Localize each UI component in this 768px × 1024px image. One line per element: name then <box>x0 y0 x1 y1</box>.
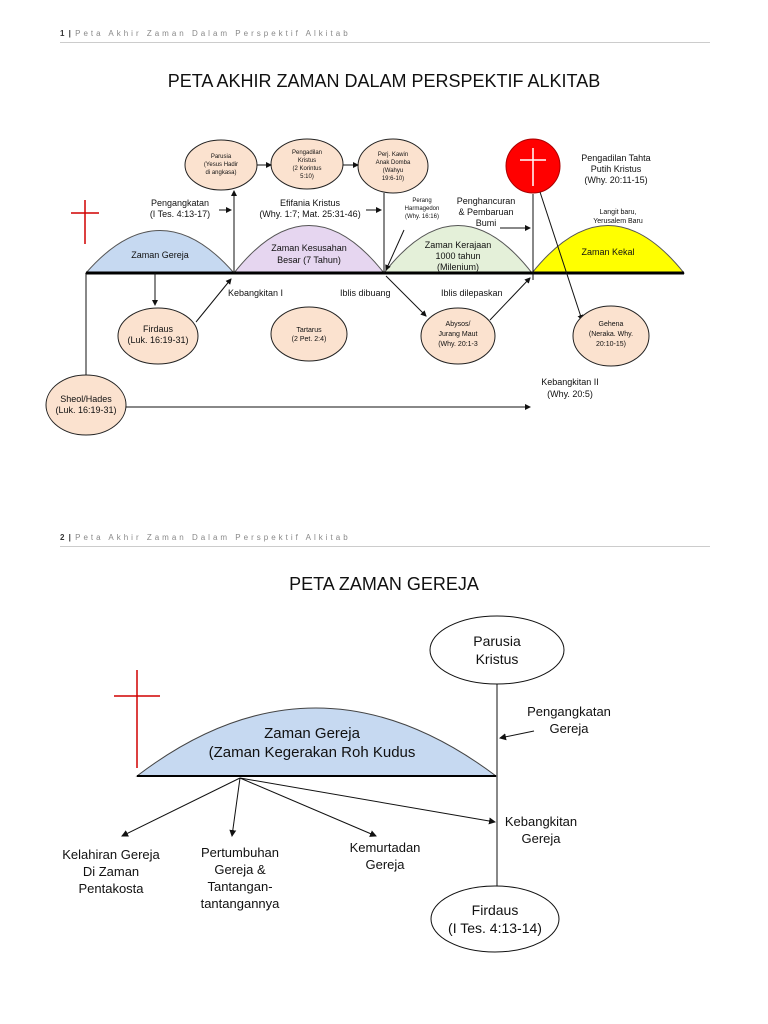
label-langit-baru-2: Yerusalem Baru <box>593 218 643 225</box>
page1-header-divider <box>60 42 710 43</box>
cross-icon <box>114 670 160 768</box>
bubble-pengadilan-line1: Pengadilan <box>292 150 322 156</box>
kebangkitan-label-2: Gereja <box>521 831 561 846</box>
bubble-parusia-line3: di angkasa) <box>205 170 236 176</box>
bubble-perj-kawin-line2: Anak Domba <box>376 160 411 166</box>
era-kerajaan-dome <box>382 225 534 274</box>
page2-title: PETA ZAMAN GEREJA <box>289 574 479 594</box>
red-circle-cross-icon <box>505 138 561 194</box>
pengangkatan-label-1: Pengangkatan <box>527 704 611 719</box>
label-penghancuran-2: & Pembaruan <box>458 207 513 217</box>
era-kerajaan-label-1: Zaman Kerajaan <box>425 240 492 250</box>
label-iblis-dibuang: Iblis dibuang <box>340 288 391 298</box>
bubble-perj-kawin-line3: (Wahyu <box>383 168 403 174</box>
page2-header: 2 | Peta Akhir Zaman Dalam Perspektif Al… <box>60 533 351 542</box>
kelahiran-label-3: Pentakosta <box>78 881 144 896</box>
bubble-pengadilan-kristus <box>270 138 344 190</box>
era-gereja-label: Zaman Gereja <box>131 250 189 260</box>
pertumbuhan-label-4: tantangannya <box>201 896 281 911</box>
kelahiran-label-2: Di Zaman <box>83 864 139 879</box>
dome-label-2: (Zaman Kegerakan Roh Kudus <box>209 744 416 761</box>
era-kesusahan-label-2: Besar (7 Tahun) <box>277 255 341 265</box>
label-perang-2: Harmagedon <box>405 206 440 212</box>
page2-header-text: Peta Akhir Zaman Dalam Perspektif Alkita… <box>75 533 351 542</box>
bubble-sheol-line1: Sheol/Hades <box>60 394 112 404</box>
label-penghancuran-3: Bumi <box>476 218 497 228</box>
page1-header-number: 1 <box>60 29 66 38</box>
era-gereja-dome <box>84 230 236 274</box>
pertumbuhan-label-3: Tantangan- <box>207 879 272 894</box>
bubble-firdaus-line2: (Luk. 16:19-31) <box>127 335 188 345</box>
page1-header-text: Peta Akhir Zaman Dalam Perspektif Alkita… <box>75 29 351 38</box>
firdaus-bubble <box>430 885 560 953</box>
pertumbuhan-label-1: Pertumbuhan <box>201 845 279 860</box>
dome-label-1: Zaman Gereja <box>264 725 361 742</box>
end-times-diagram: Zaman Gereja Zaman Kesusahan Besar (7 Ta… <box>45 138 686 436</box>
firdaus-label-2: (I Tes. 4:13-14) <box>448 920 542 936</box>
bubble-gehena-line2: (Neraka. Why. <box>589 331 633 338</box>
bubble-tartarus <box>270 306 348 362</box>
era-kesusahan-dome <box>232 225 386 274</box>
label-pengadilan-tahta-2: Putih Kristus <box>591 164 642 174</box>
kemurtadan-label-1: Kemurtadan <box>350 840 421 855</box>
page2-header-number: 2 <box>60 533 66 542</box>
era-kekal-dome <box>530 225 686 274</box>
pengangkatan-label-2: Gereja <box>549 721 589 736</box>
label-kebangkitan-1: Kebangkitan I <box>228 288 283 298</box>
label-pengadilan-tahta-1: Pengadilan Tahta <box>581 153 650 163</box>
zaman-gereja-dome <box>135 707 498 777</box>
label-langit-baru-1: Langit baru, <box>600 209 637 216</box>
page1-header: 1 | Peta Akhir Zaman Dalam Perspektif Al… <box>60 29 351 38</box>
firdaus-label-1: Firdaus <box>472 902 519 918</box>
bubble-parusia-line1: Parusia <box>211 154 232 160</box>
bubble-pengadilan-line4: 5:10) <box>300 174 314 180</box>
label-iblis-dilepaskan: Iblis dilepaskan <box>441 288 503 298</box>
page2-header-divider <box>60 546 710 547</box>
bubble-sheol <box>45 374 127 436</box>
bubble-gehena-line3: 20:10-15) <box>596 341 626 348</box>
bubble-abysos <box>420 307 496 365</box>
bubble-tartarus-line2: (2 Pet. 2:4) <box>292 336 327 343</box>
bubble-firdaus <box>117 307 199 365</box>
church-age-diagram: Zaman Gereja (Zaman Kegerakan Roh Kudus … <box>62 615 611 953</box>
label-efifania-2: (Why. 1:7; Mat. 25:31-46) <box>259 209 360 219</box>
bubble-gehena-line1: Gehena <box>599 321 624 328</box>
label-pengadilan-tahta-3: (Why. 20:11-15) <box>584 175 647 185</box>
label-kebangkitan-2-1: Kebangkitan II <box>541 377 599 387</box>
bubble-tartarus-line1: Tartarus <box>296 327 322 334</box>
bubble-perj-kawin-line4: 19:6-10) <box>382 176 404 182</box>
label-kebangkitan-2-2: (Why. 20:5) <box>547 389 593 399</box>
label-perang-3: (Why. 16:16) <box>405 214 439 220</box>
bubble-pengadilan-line2: Kristus <box>298 158 316 164</box>
label-pengangkatan-1: Pengangkatan <box>151 198 209 208</box>
bubble-abysos-line2: Jurang Maut <box>439 331 478 338</box>
bubble-firdaus-line1: Firdaus <box>143 324 174 334</box>
parusia-label-2: Kristus <box>476 651 519 667</box>
label-efifania-1: Efifania Kristus <box>280 198 341 208</box>
era-kerajaan-label-3: (Milenium) <box>437 262 479 272</box>
label-penghancuran-1: Penghancuran <box>457 196 516 206</box>
bubble-abysos-line3: (Why. 20:1-3 <box>438 341 478 348</box>
pertumbuhan-label-2: Gereja & <box>214 862 266 877</box>
label-pengangkatan-2: (I Tes. 4:13-17) <box>150 209 210 219</box>
era-kekal-label: Zaman Kekal <box>581 247 634 257</box>
cross-icon <box>71 200 99 244</box>
era-kesusahan-label-1: Zaman Kesusahan <box>271 243 347 253</box>
parusia-label-1: Parusia <box>473 633 521 649</box>
label-perang-1: Perang <box>412 198 431 204</box>
bubble-sheol-line2: (Luk. 16:19-31) <box>55 405 116 415</box>
parusia-kristus-bubble <box>429 615 565 685</box>
page1-title: PETA AKHIR ZAMAN DALAM PERSPEKTIF ALKITA… <box>167 71 601 91</box>
bubble-parusia-line2: (Yesus Hadir <box>204 162 238 168</box>
bubble-gehena <box>572 305 650 367</box>
kelahiran-label-1: Kelahiran Gereja <box>62 847 160 862</box>
kebangkitan-label-1: Kebangkitan <box>505 814 577 829</box>
bubble-perj-kawin-line1: Perj. Kawin <box>378 152 408 158</box>
kemurtadan-label-2: Gereja <box>365 857 405 872</box>
era-kerajaan-label-2: 1000 tahun <box>435 251 480 261</box>
bubble-perj-kawin <box>357 138 429 194</box>
bubble-pengadilan-line3: (2 Korintus <box>292 166 321 172</box>
bubble-abysos-line1: Abysos/ <box>446 321 471 328</box>
